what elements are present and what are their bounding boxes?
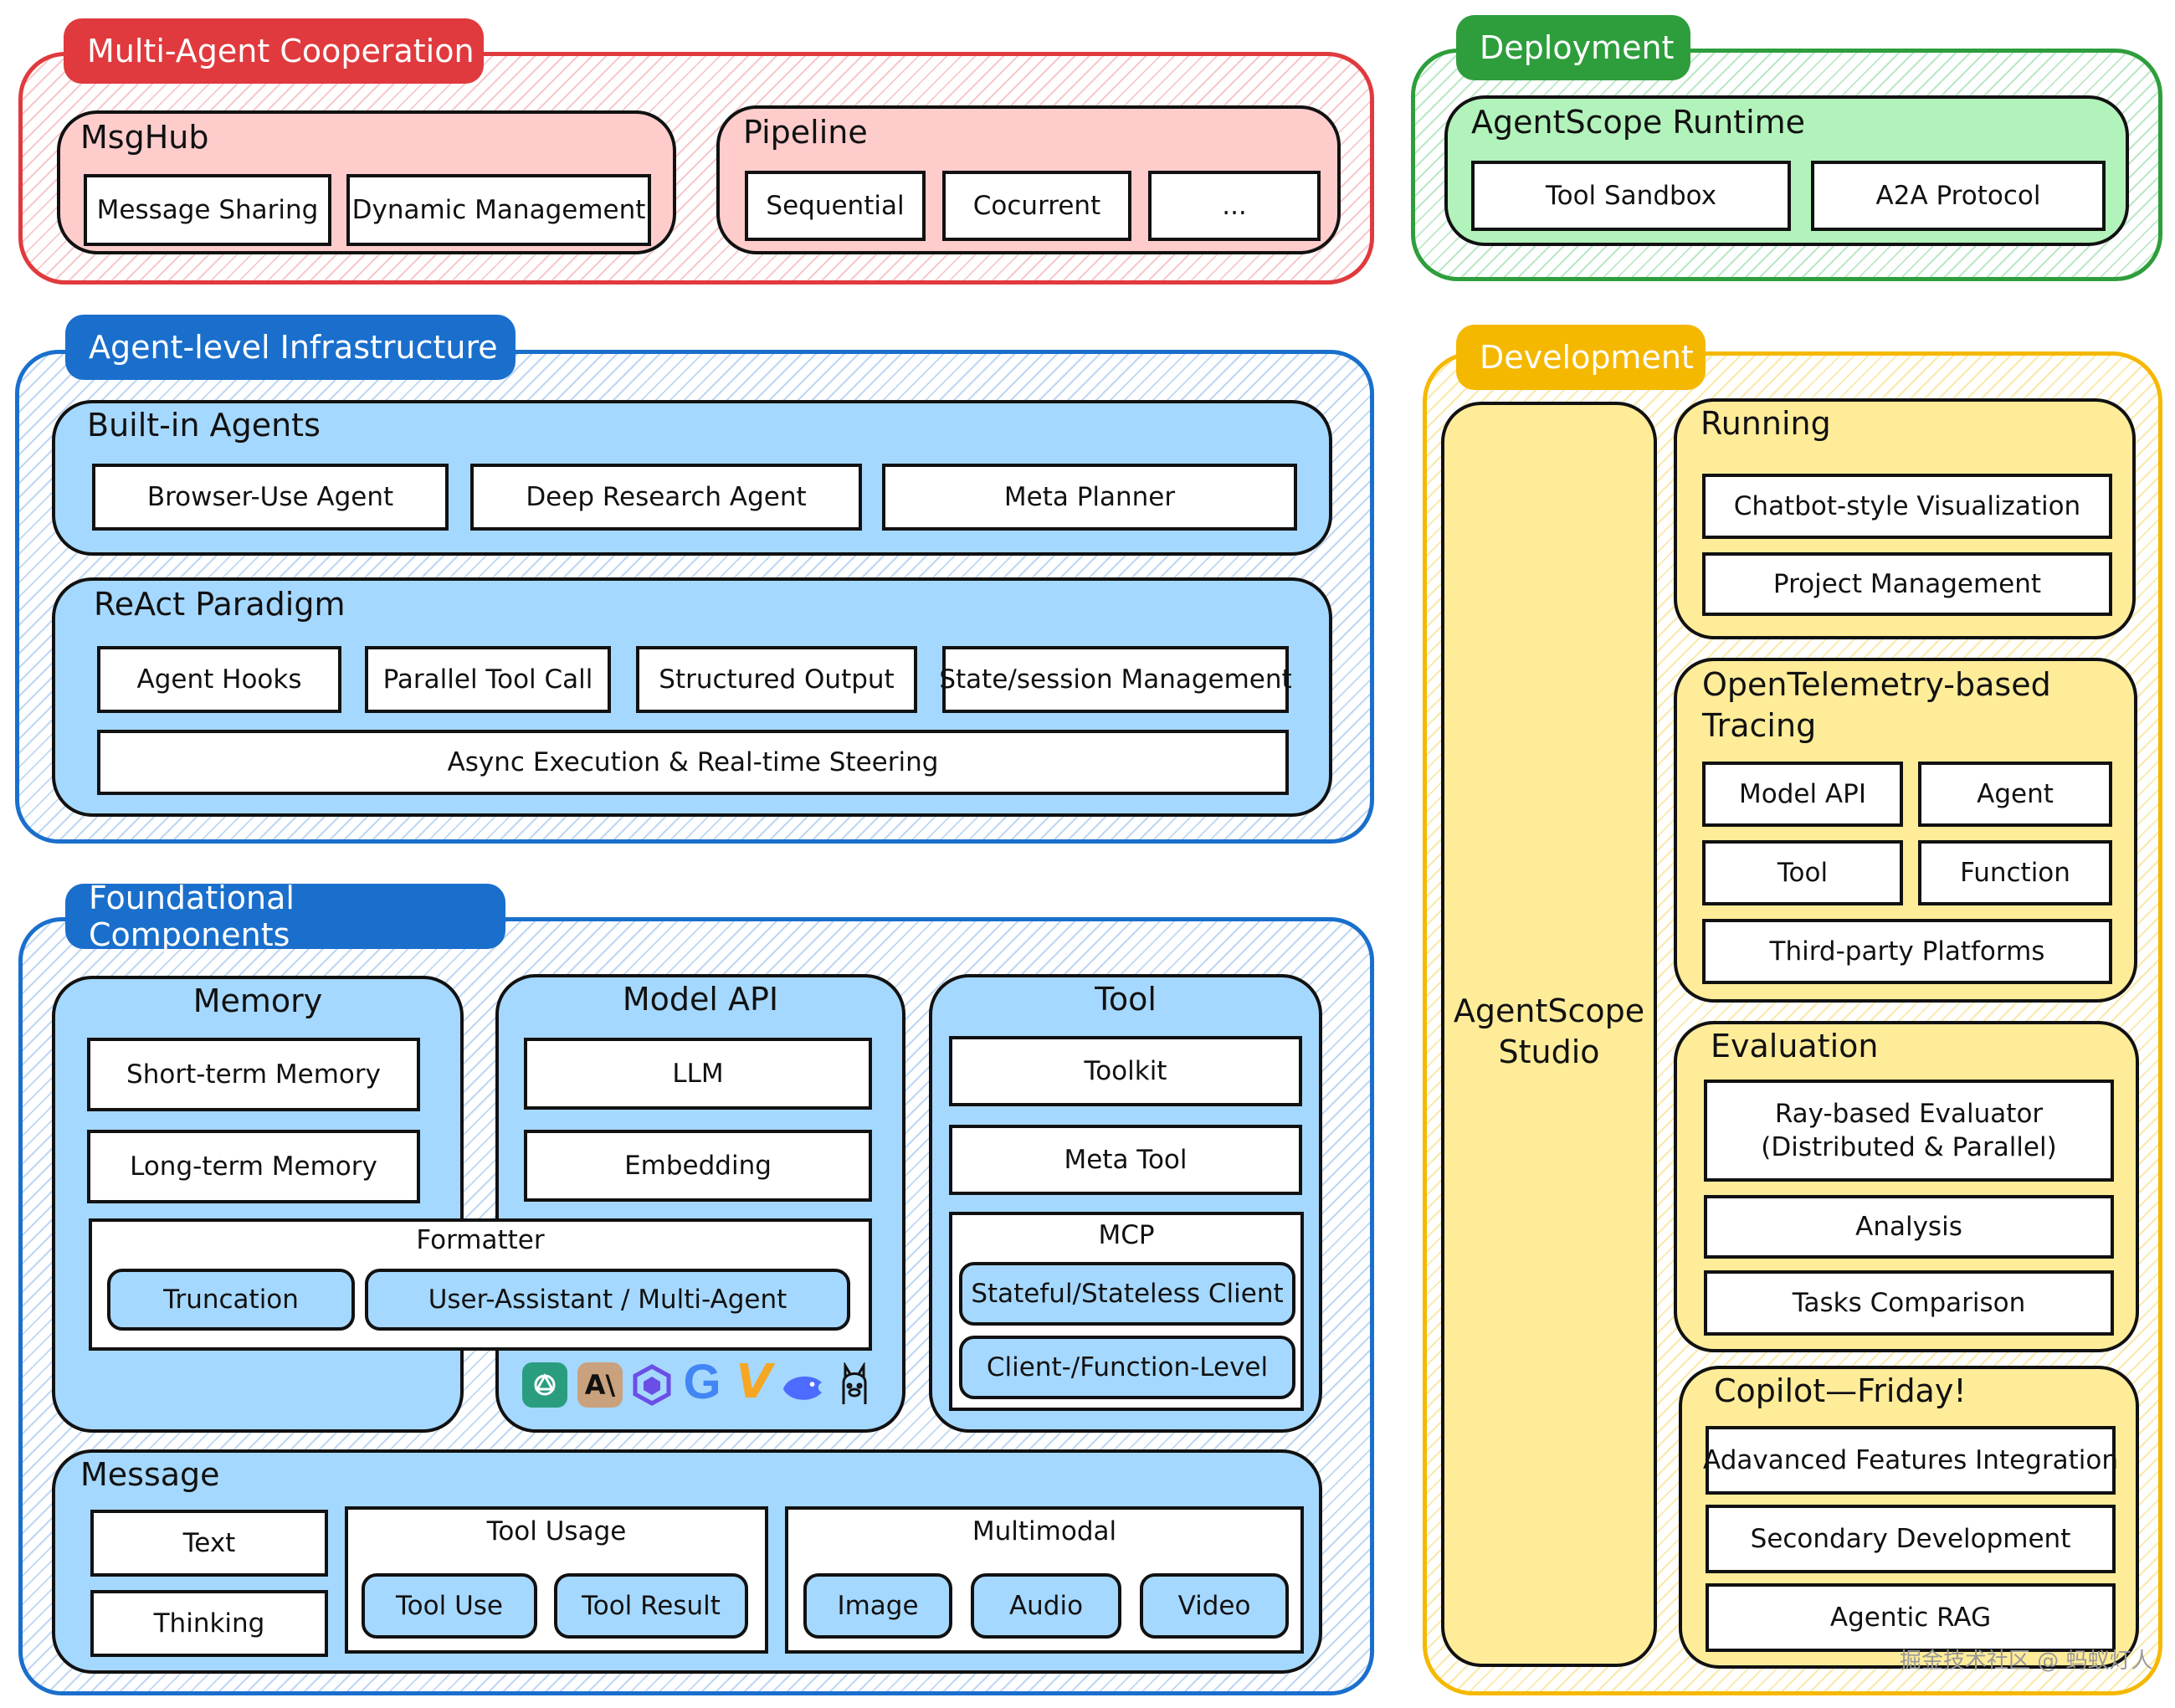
tracing-function-box: Function (1918, 840, 2112, 905)
agentscope-runtime-title: AgentScope Runtime (1471, 104, 1806, 141)
model-api-title: Model API (622, 981, 779, 1018)
toolkit-box: Toolkit (949, 1036, 1302, 1106)
meta-tool-box: Meta Tool (949, 1125, 1302, 1195)
analysis-box: Analysis (1704, 1195, 2114, 1259)
ray-evaluator-box: Ray-based Evaluator (Distributed & Paral… (1704, 1080, 2114, 1182)
browser-use-agent-box: Browser-Use Agent (92, 464, 449, 531)
google-logo-icon: G (683, 1354, 721, 1409)
tracing-agent-box: Agent (1918, 762, 2112, 827)
qwen-logo-icon (629, 1362, 675, 1408)
a2a-protocol-box: A2A Protocol (1811, 161, 2106, 231)
client-function-level-pill: Client-/Function-Level (959, 1336, 1295, 1399)
tracing-tool-box: Tool (1702, 840, 1903, 905)
message-sharing-box: Message Sharing (84, 174, 331, 246)
audio-pill: Audio (971, 1573, 1121, 1639)
agentic-rag-box: Agentic RAG (1706, 1583, 2116, 1652)
tracing-title: OpenTelemetry-based Tracing (1702, 666, 2051, 745)
image-pill: Image (803, 1573, 952, 1639)
tool-use-pill: Tool Use (362, 1573, 537, 1639)
mcp-title: MCP (1098, 1220, 1155, 1250)
structured-output-box: Structured Output (636, 646, 917, 713)
tracing-model-api-box: Model API (1702, 762, 1903, 827)
video-pill: Video (1140, 1573, 1289, 1639)
cocurrent-box: Cocurrent (942, 171, 1131, 241)
message-title: Message (80, 1456, 220, 1493)
memory-title: Memory (192, 982, 323, 1019)
deployment-tag: Deployment (1456, 15, 1690, 80)
tool-sandbox-box: Tool Sandbox (1471, 161, 1791, 231)
tool-result-pill: Tool Result (554, 1573, 748, 1639)
builtin-agents-title: Built-in Agents (87, 407, 321, 444)
secondary-development-box: Secondary Development (1706, 1505, 2116, 1573)
formatter-title: Formatter (416, 1225, 545, 1255)
sequential-box: Sequential (745, 171, 926, 241)
meta-planner-box: Meta Planner (882, 464, 1297, 531)
project-management-box: Project Management (1702, 552, 2112, 616)
anthropic-logo-icon: A\ (577, 1362, 623, 1408)
short-term-memory-box: Short-term Memory (87, 1038, 420, 1111)
thinking-box: Thinking (90, 1590, 328, 1657)
agentscope-studio-column (1441, 402, 1657, 1667)
deep-research-agent-box: Deep Research Agent (470, 464, 862, 531)
multi-agent-tag: Multi-Agent Cooperation (64, 18, 484, 84)
chatbot-visualization-box: Chatbot-style Visualization (1702, 474, 2112, 539)
pipeline-title: Pipeline (743, 114, 868, 151)
tasks-comparison-box: Tasks Comparison (1704, 1270, 2114, 1336)
async-execution-box: Async Execution & Real-time Steering (97, 730, 1289, 795)
deepseek-logo-icon (780, 1364, 825, 1409)
more-pipeline-box: ... (1148, 171, 1321, 241)
foundational-tag: Foundational Components (65, 880, 505, 953)
ollama-logo-icon (832, 1362, 877, 1408)
truncation-pill: Truncation (107, 1269, 355, 1331)
state-session-management-box: State/session Management (939, 646, 1292, 713)
watermark: 掘金技术社区 @ 蚂蚁灯人 (1900, 1649, 2153, 1674)
copilot-title: Copilot—Friday! (1714, 1372, 1967, 1409)
embedding-box: Embedding (524, 1130, 872, 1202)
running-title: Running (1701, 405, 1831, 442)
third-party-platforms-box: Third-party Platforms (1702, 919, 2112, 984)
agent-infra-tag: Agent-level Infrastructure (65, 315, 516, 380)
llm-box: LLM (524, 1038, 872, 1110)
agentscope-studio-label: AgentScope Studio (1453, 992, 1645, 1071)
dynamic-management-box: Dynamic Management (346, 174, 651, 246)
tool-title: Tool (1095, 981, 1157, 1018)
user-assistant-multi-agent-pill: User-Assistant / Multi-Agent (365, 1269, 850, 1331)
advanced-features-box: Adavanced Features Integration (1703, 1426, 2118, 1495)
development-tag: Development (1456, 325, 1706, 390)
text-box: Text (90, 1510, 328, 1577)
multimodal-title: Multimodal (972, 1516, 1117, 1546)
agent-hooks-box: Agent Hooks (97, 646, 341, 713)
msghub-title: MsgHub (80, 119, 209, 156)
parallel-tool-call-box: Parallel Tool Call (365, 646, 611, 713)
evaluation-title: Evaluation (1711, 1028, 1879, 1064)
long-term-memory-box: Long-term Memory (87, 1130, 420, 1203)
tool-usage-title: Tool Usage (486, 1516, 627, 1546)
stateful-stateless-client-pill: Stateful/Stateless Client (959, 1262, 1295, 1326)
openai-logo-icon (522, 1362, 567, 1408)
vllm-logo-icon: V (736, 1354, 772, 1409)
react-paradigm-title: ReAct Paradigm (94, 586, 346, 623)
